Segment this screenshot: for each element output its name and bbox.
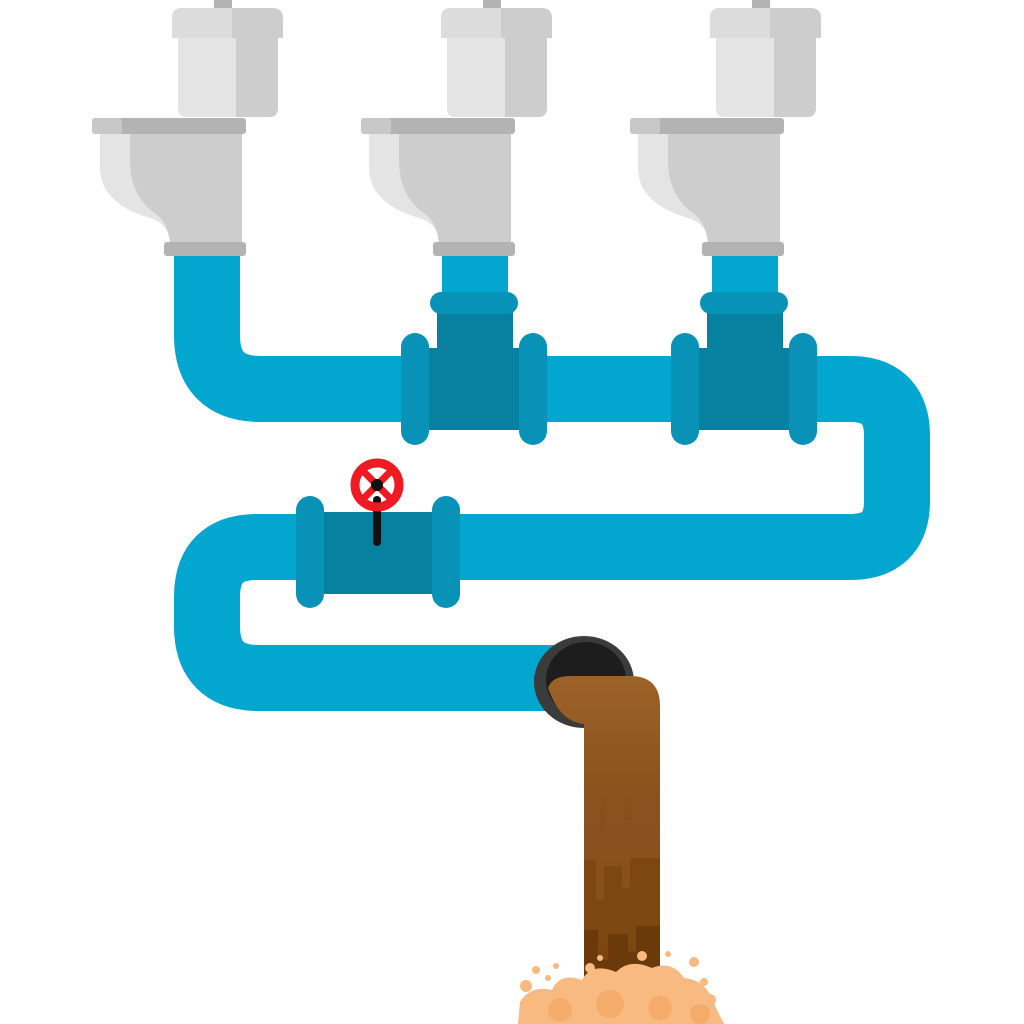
tee-fitting-2 [671,292,817,445]
toilet-icon [361,0,552,256]
valve-handle-icon[interactable] [350,458,404,546]
tee-fitting-1 [401,292,547,445]
main-pipe [174,250,930,711]
pipe-network [174,250,930,711]
toilet-icon [630,0,821,256]
valve-fitting [296,496,460,608]
splash-shading [548,990,710,1024]
toilet-icon [92,0,283,256]
